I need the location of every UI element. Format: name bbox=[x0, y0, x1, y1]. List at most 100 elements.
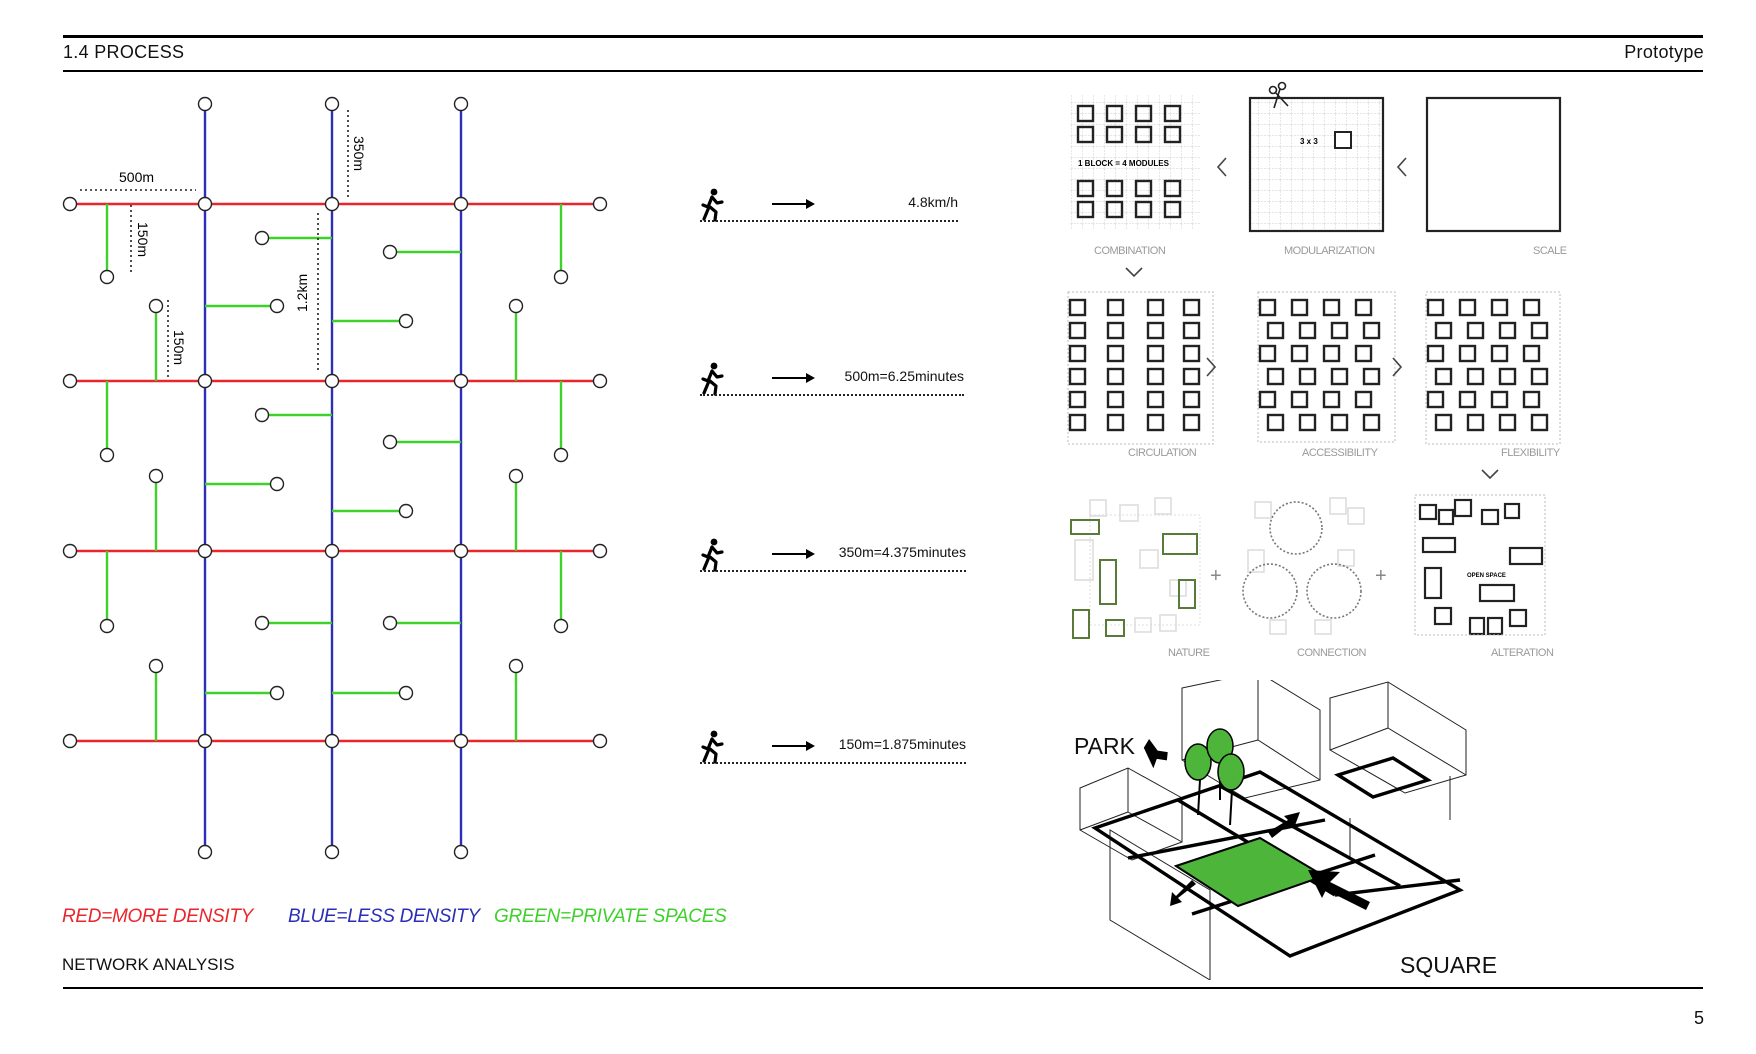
module-square bbox=[1105, 179, 1124, 198]
module-square bbox=[1466, 321, 1485, 340]
module-square bbox=[1330, 413, 1349, 432]
panel-outline bbox=[1425, 291, 1561, 445]
module-square bbox=[1290, 344, 1309, 363]
network-node bbox=[324, 373, 340, 389]
legend-blue: BLUE=LESS DENSITY bbox=[288, 906, 480, 927]
module-square bbox=[1426, 390, 1445, 409]
nature-panel bbox=[1070, 497, 1201, 639]
module-square bbox=[1146, 390, 1165, 409]
module-square bbox=[1322, 390, 1341, 409]
process-diagram: 1 BLOCK = 4 MODULES COMBINATION 3 x 3 MO… bbox=[1067, 81, 1567, 659]
plus-icon: + bbox=[1210, 565, 1222, 587]
module-square bbox=[1434, 367, 1453, 386]
module-square bbox=[1354, 390, 1373, 409]
module-square bbox=[1434, 413, 1453, 432]
network-node bbox=[62, 373, 78, 389]
module-square bbox=[1134, 200, 1153, 219]
chevron-right-icon bbox=[1392, 357, 1403, 377]
walk-value: 500m=6.25minutes bbox=[844, 368, 964, 384]
pedestrian-icon bbox=[701, 730, 724, 764]
module-square bbox=[1182, 298, 1201, 317]
walk-row-150m: 150m=1.875minutes bbox=[700, 730, 970, 774]
walk-value: 150m=1.875minutes bbox=[838, 736, 966, 752]
module-square bbox=[1146, 344, 1165, 363]
module-square bbox=[1298, 367, 1317, 386]
module-square bbox=[1490, 298, 1509, 317]
module-square bbox=[1182, 413, 1201, 432]
network-node bbox=[148, 658, 164, 674]
module-square bbox=[1458, 344, 1477, 363]
network-node bbox=[62, 196, 78, 212]
module-square bbox=[1182, 321, 1201, 340]
module-square bbox=[1068, 321, 1087, 340]
label-nature: NATURE bbox=[1168, 647, 1210, 659]
label-flexibility: FLEXIBILITY bbox=[1501, 447, 1561, 459]
pedestrian-icon bbox=[701, 362, 724, 396]
park-label: PARK bbox=[1074, 733, 1135, 759]
arrow-right-icon bbox=[772, 549, 815, 559]
dim-1-2km: 1.2km bbox=[294, 274, 310, 312]
chevron-down-icon bbox=[1125, 267, 1143, 278]
walk-row-speed: 4.8km/h bbox=[700, 188, 970, 232]
module-square bbox=[1105, 104, 1124, 123]
network-node bbox=[269, 298, 285, 314]
module-square bbox=[1490, 344, 1509, 363]
dim-150m-b: 150m bbox=[171, 330, 187, 365]
network-node bbox=[508, 468, 524, 484]
network-node bbox=[592, 373, 608, 389]
module-square bbox=[1530, 321, 1549, 340]
module-square bbox=[1266, 321, 1285, 340]
module-square bbox=[1258, 344, 1277, 363]
module-square bbox=[1330, 367, 1349, 386]
network-node bbox=[592, 543, 608, 559]
module-square bbox=[1105, 125, 1124, 144]
network-node bbox=[553, 447, 569, 463]
network-node bbox=[453, 844, 469, 860]
page-title: Prototype bbox=[1624, 42, 1704, 62]
module-square bbox=[1530, 367, 1549, 386]
alteration-panel bbox=[1414, 494, 1546, 636]
connection-panel bbox=[1242, 497, 1365, 635]
module-square bbox=[1163, 179, 1182, 198]
network-node bbox=[269, 685, 285, 701]
network-node bbox=[324, 196, 340, 212]
module-square bbox=[1106, 390, 1125, 409]
module-square bbox=[1522, 344, 1541, 363]
axonometric-diagram bbox=[1079, 680, 1467, 980]
network-node bbox=[62, 543, 78, 559]
network-node bbox=[197, 96, 213, 112]
module-square bbox=[1498, 367, 1517, 386]
tree-icon bbox=[1184, 728, 1245, 826]
right-block bbox=[1329, 681, 1467, 794]
module-square bbox=[1354, 298, 1373, 317]
module-square bbox=[1458, 298, 1477, 317]
module-square bbox=[1426, 298, 1445, 317]
chevron-left-icon bbox=[1216, 157, 1227, 177]
network-node bbox=[453, 733, 469, 749]
module-square bbox=[1163, 104, 1182, 123]
module-square bbox=[1466, 367, 1485, 386]
module-square bbox=[1106, 321, 1125, 340]
module-square bbox=[1522, 390, 1541, 409]
chevron-right-icon bbox=[1206, 357, 1217, 377]
network-node bbox=[324, 96, 340, 112]
network-diagram: 500m 350m 150m 150m 1.2km bbox=[62, 96, 608, 860]
module-square bbox=[1498, 321, 1517, 340]
modularization-panel: 3 x 3 bbox=[1248, 96, 1385, 233]
walk-row-350m: 350m=4.375minutes bbox=[700, 538, 970, 582]
module-square bbox=[1146, 413, 1165, 432]
module-square bbox=[1068, 344, 1087, 363]
label-connection: CONNECTION bbox=[1297, 647, 1367, 659]
network-node bbox=[197, 844, 213, 860]
network-node bbox=[254, 230, 270, 246]
label-alteration: ALTERATION bbox=[1491, 647, 1554, 659]
module-square bbox=[1076, 125, 1095, 144]
grid-3x3-label: 3 x 3 bbox=[1300, 137, 1318, 146]
network-node bbox=[398, 313, 414, 329]
module-square bbox=[1105, 200, 1124, 219]
circulation-panels bbox=[1067, 291, 1561, 445]
module-square bbox=[1163, 200, 1182, 219]
module-square bbox=[1076, 200, 1095, 219]
pedestrian-icon bbox=[701, 188, 724, 222]
green-branches bbox=[105, 204, 563, 741]
